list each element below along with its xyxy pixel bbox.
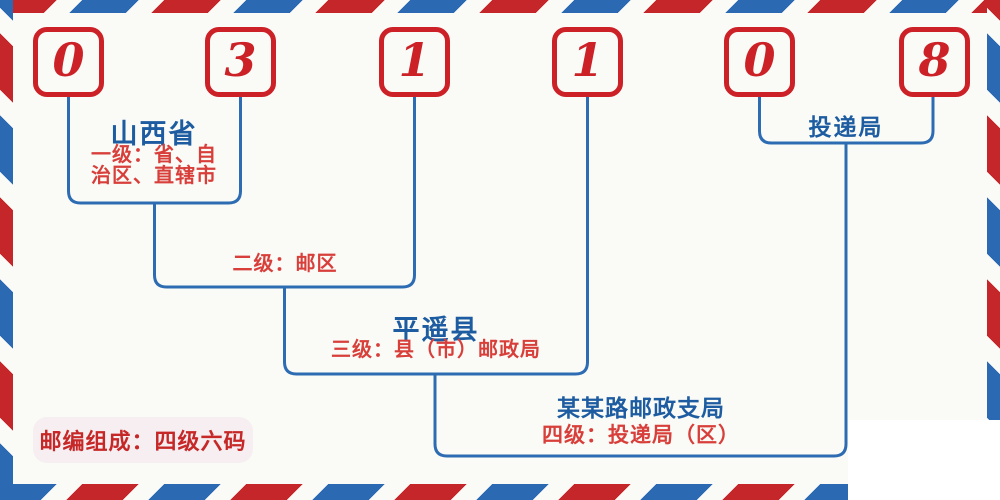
digit-box-1: 0	[33, 27, 104, 97]
digit-box-2: 3	[205, 27, 276, 97]
delivery-bureau-label: 投递局	[808, 114, 884, 140]
level4-label: 四级：投递局（区）	[542, 424, 740, 447]
level4-place-name: 某某路邮政支局	[557, 395, 725, 421]
digit-4: 1	[571, 33, 604, 87]
footer-badge: 邮编组成：四级六码	[33, 417, 253, 463]
digit-box-4: 1	[552, 27, 623, 97]
digit-3: 1	[398, 33, 431, 87]
level1-label-line1: 一级：省、自	[91, 144, 217, 166]
footer-badge-text: 邮编组成：四级六码	[39, 429, 247, 454]
white-patch	[848, 420, 1000, 500]
level3-place-name: 平遥县	[392, 315, 480, 345]
digit-box-3: 1	[379, 27, 450, 97]
airmail-border-left	[0, 0, 13, 500]
digit-2: 3	[224, 33, 257, 87]
digit-box-5: 0	[724, 27, 795, 97]
level1-label: 一级：省、自 治区、直辖市	[91, 145, 217, 187]
level1-place-name: 山西省	[110, 119, 198, 149]
digit-box-6: 8	[899, 27, 970, 97]
airmail-border-top	[0, 0, 1000, 13]
level3-label: 三级：县（市）邮政局	[331, 339, 541, 361]
bracket-path	[67, 97, 935, 458]
level1-label-line2: 治区、直辖市	[91, 165, 217, 187]
digit-6: 8	[918, 33, 951, 87]
level2-label: 二级：邮区	[232, 253, 338, 275]
digit-1: 0	[52, 33, 85, 87]
airmail-border-right	[987, 0, 1000, 500]
digit-5: 0	[743, 33, 776, 87]
airmail-border-bottom	[0, 484, 1000, 500]
